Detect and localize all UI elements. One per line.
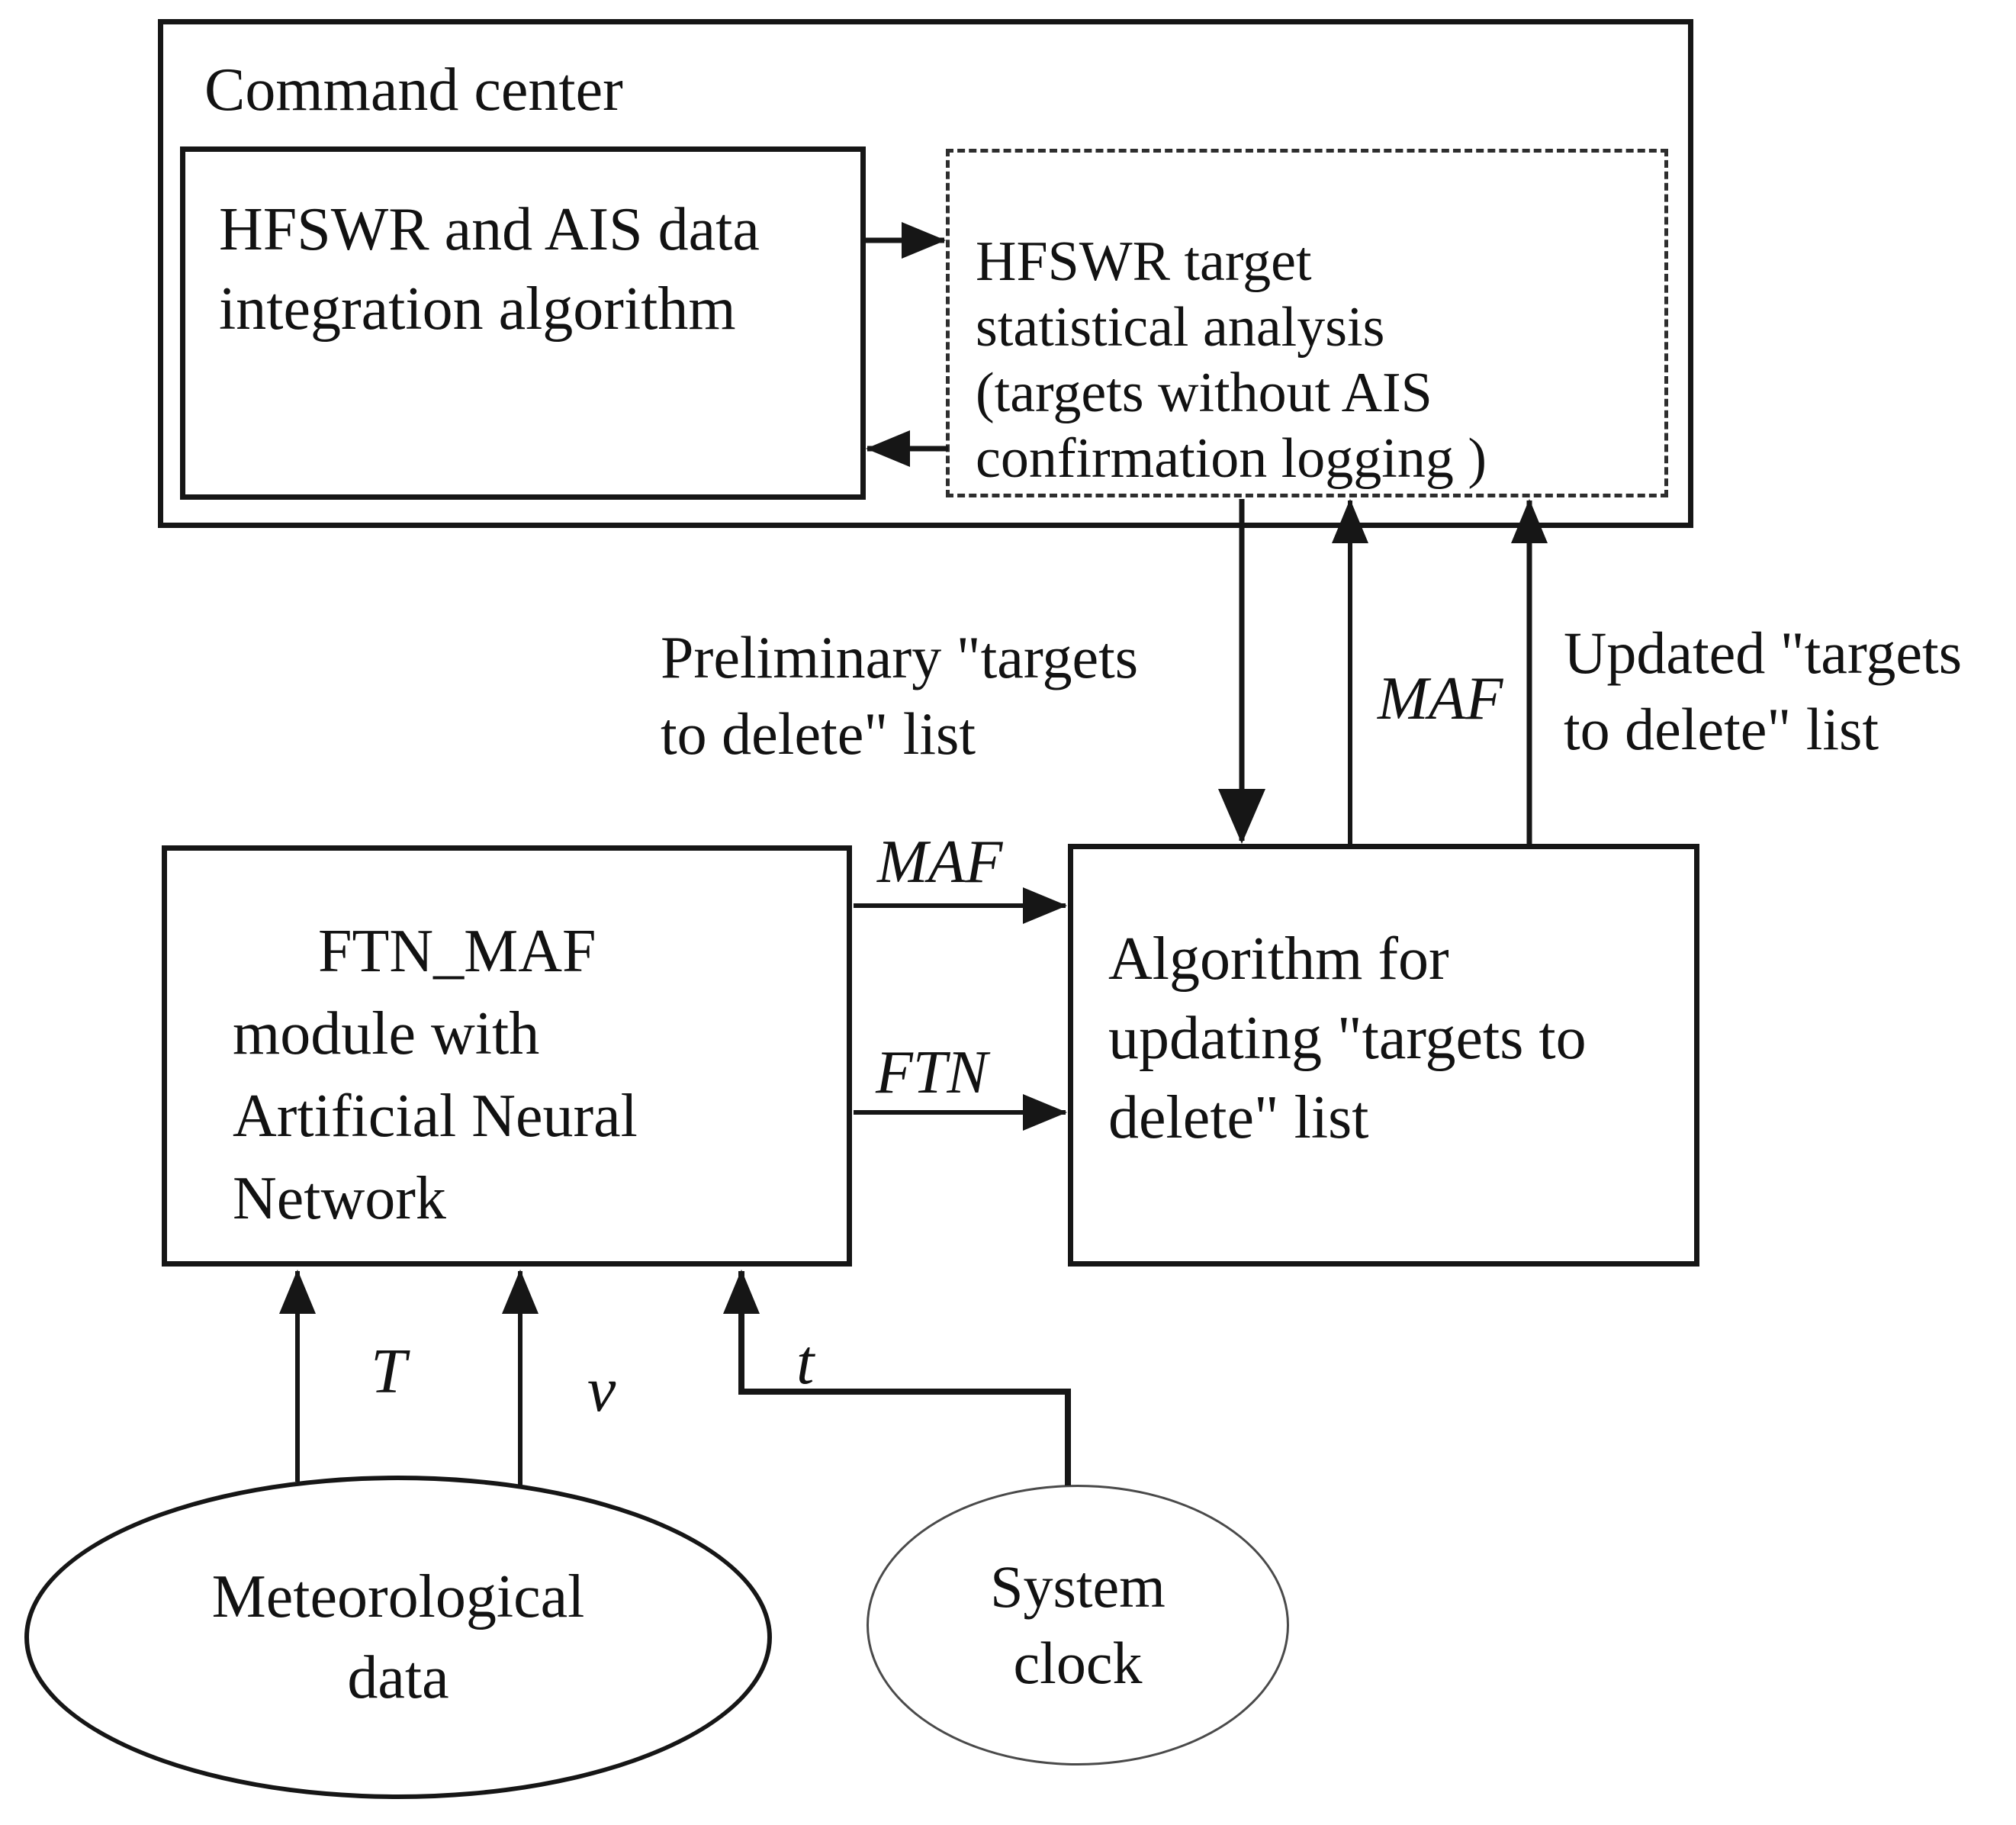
algorithm-box-line2: updating "targets to	[1108, 1005, 1587, 1072]
meteorological-line1: Meteorological	[211, 1563, 585, 1630]
updated-list-label-line2: to delete" list	[1564, 696, 1879, 762]
analysis-box-line1: HFSWR target	[976, 230, 1312, 293]
preliminary-list-label-line2: to delete" list	[661, 700, 976, 767]
integration-box-line2: integration algorithm	[219, 275, 736, 343]
ftn-maf-box-line4: Network	[233, 1165, 446, 1232]
analysis-box-line4: confirmation logging )	[976, 427, 1487, 490]
algorithm-box-line1: Algorithm for	[1108, 925, 1449, 993]
system-clock-ellipse: System clock	[867, 1485, 1289, 1765]
meteorological-line2: data	[347, 1644, 449, 1711]
algorithm-box: Algorithm for updating "targets to delet…	[1068, 844, 1699, 1267]
updated-list-label: Updated "targets to delete" list	[1564, 615, 1962, 768]
system-clock-line1: System	[990, 1553, 1166, 1620]
integration-box-line1: HFSWR and AIS data	[219, 196, 760, 263]
algorithm-box-line3: delete" list	[1108, 1084, 1369, 1151]
system-clock-line2: clock	[1013, 1630, 1143, 1696]
temperature-label: T	[371, 1336, 407, 1407]
wind-speed-label: v	[587, 1354, 616, 1425]
preliminary-list-label: Preliminary "targets to delete" list	[661, 620, 1138, 772]
analysis-box-line2: statistical analysis	[976, 296, 1385, 359]
ftn-maf-box-line2: module with	[233, 1000, 540, 1067]
arrow-system-clock-time	[723, 1270, 1071, 1485]
time-label: t	[796, 1327, 815, 1398]
integration-box: HFSWR and AIS data integration algorithm	[180, 146, 866, 500]
analysis-box-line3: (targets without AIS	[976, 362, 1432, 424]
preliminary-list-label-line1: Preliminary "targets	[661, 624, 1139, 690]
ftn-mid-label: FTN	[876, 1039, 988, 1106]
ftn-maf-box-line3: Artificial Neural	[233, 1083, 638, 1150]
updated-list-label-line1: Updated "targets	[1564, 620, 1963, 686]
maf-mid-label: MAF	[877, 829, 1003, 896]
analysis-dashed-box: HFSWR target statistical analysis (targe…	[946, 149, 1668, 497]
command-center-title: Command center	[204, 56, 623, 124]
ftn-maf-box: FTN_MAF module with Artificial Neural Ne…	[162, 845, 852, 1267]
ftn-maf-box-line1: FTN_MAF	[318, 918, 596, 985]
meteorological-ellipse: Meteorological data	[24, 1476, 772, 1799]
maf-up-label: MAF	[1378, 665, 1503, 732]
